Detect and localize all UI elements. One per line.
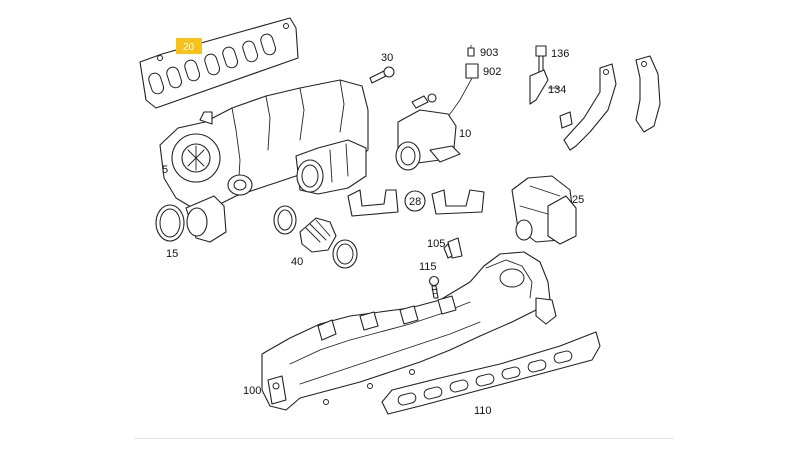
seal-ring-15[interactable]: 15 — [155, 195, 227, 260]
connector-903[interactable]: 903 — [467, 45, 498, 59]
label-105[interactable]: 105 — [427, 238, 445, 250]
label-903[interactable]: 903 — [480, 47, 498, 59]
clip-105[interactable]: 105 — [427, 237, 463, 259]
gasket-20[interactable]: 20 — [139, 17, 299, 109]
label-136[interactable]: 136 — [551, 48, 569, 60]
label-115[interactable]: 115 — [419, 261, 437, 273]
intake-manifold-100[interactable]: 100 — [243, 251, 557, 411]
label-30[interactable]: 30 — [381, 52, 393, 64]
label-5[interactable]: 5 — [162, 164, 168, 176]
label-20[interactable]: 20 — [183, 42, 195, 53]
label-15[interactable]: 15 — [166, 248, 178, 260]
egr-body[interactable] — [295, 139, 367, 195]
bolt-136[interactable]: 136 — [535, 45, 569, 73]
label-110[interactable]: 110 — [474, 405, 492, 417]
actuator-10[interactable]: 10 — [395, 93, 471, 171]
label-40[interactable]: 40 — [291, 256, 303, 268]
coupling-40[interactable]: 40 — [273, 205, 358, 269]
sensor-28[interactable]: 28 — [347, 189, 485, 217]
plug-902[interactable]: 902 — [419, 63, 501, 151]
bracket-134[interactable]: 134 — [529, 55, 661, 151]
label-25[interactable]: 25 — [572, 194, 584, 206]
highlight-marker — [176, 38, 202, 54]
label-134[interactable]: 134 — [548, 84, 566, 96]
label-10[interactable]: 10 — [459, 128, 471, 140]
valve-25[interactable]: 25 — [511, 175, 584, 245]
bolt-115[interactable]: 115 — [419, 261, 440, 299]
bolt-30[interactable]: 30 — [369, 52, 395, 84]
label-28[interactable]: 28 — [409, 196, 421, 208]
gasket-110[interactable]: 110 — [381, 331, 601, 417]
label-100[interactable]: 100 — [243, 385, 261, 397]
manifold-5[interactable]: 5 — [159, 79, 369, 211]
label-902[interactable]: 902 — [483, 66, 501, 78]
